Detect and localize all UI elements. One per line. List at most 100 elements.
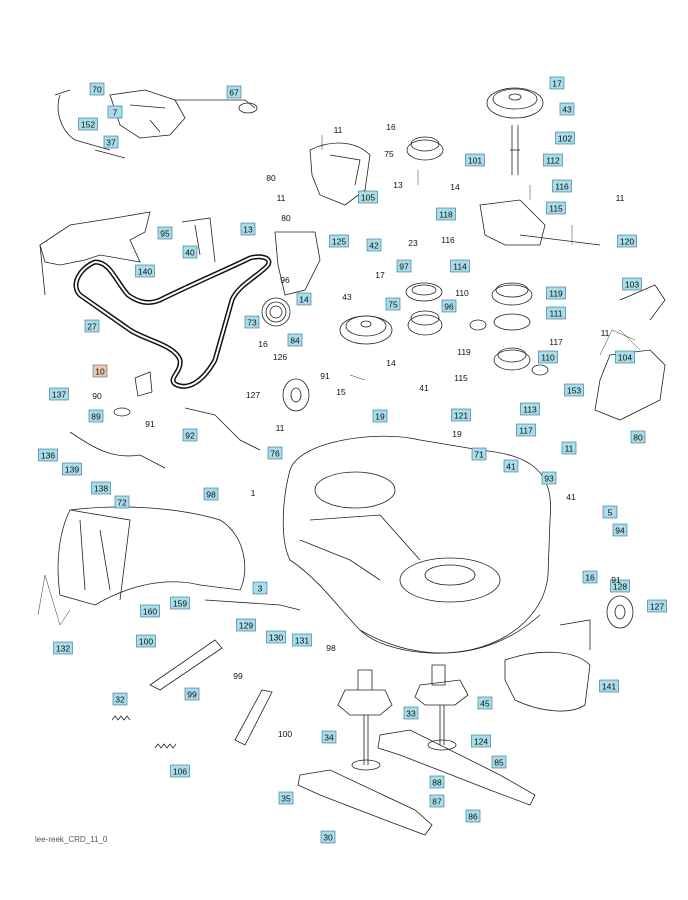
callout-box bbox=[541, 471, 557, 485]
callout-98: 98 bbox=[203, 487, 219, 501]
callout-71: 71 bbox=[471, 447, 487, 461]
callout-box bbox=[358, 190, 378, 204]
callout-box bbox=[543, 153, 563, 167]
part-number-19: 19 bbox=[452, 429, 462, 439]
callout-number: 99 bbox=[187, 690, 197, 700]
callout-box bbox=[582, 570, 598, 584]
callout-92: 92 bbox=[182, 428, 198, 442]
callout-number: 40 bbox=[185, 248, 195, 258]
callout-number: 34 bbox=[324, 733, 334, 743]
callout-number: 37 bbox=[106, 138, 116, 148]
callout-box bbox=[602, 505, 618, 519]
callout-box bbox=[372, 409, 388, 423]
callout-131: 131 bbox=[292, 633, 312, 647]
callout-89: 89 bbox=[88, 409, 104, 423]
callout-number: 42 bbox=[369, 241, 379, 251]
callout-number: 87 bbox=[432, 797, 442, 807]
callout-box bbox=[321, 730, 337, 744]
callout-number: 128 bbox=[613, 582, 627, 592]
part-number-126: 126 bbox=[273, 352, 287, 362]
callout-119: 119 bbox=[546, 286, 566, 300]
part-number-14: 14 bbox=[386, 358, 396, 368]
callout-11: 11 bbox=[561, 441, 577, 455]
callout-box bbox=[385, 297, 401, 311]
callout-box bbox=[203, 487, 219, 501]
callout-99: 99 bbox=[184, 687, 200, 701]
callout-box bbox=[78, 117, 98, 131]
part-number-80: 80 bbox=[266, 173, 276, 183]
part-number-16: 16 bbox=[258, 339, 268, 349]
callout-45: 45 bbox=[477, 696, 493, 710]
callout-115: 115 bbox=[546, 201, 566, 215]
callout-number: 84 bbox=[290, 336, 300, 346]
callout-93: 93 bbox=[541, 471, 557, 485]
callout-number: 17 bbox=[552, 79, 562, 89]
callout-number: 71 bbox=[474, 450, 484, 460]
part-number-16: 16 bbox=[386, 122, 396, 132]
belt-guard-left bbox=[39, 211, 151, 266]
callout-box bbox=[320, 830, 336, 844]
callout-number: 160 bbox=[143, 607, 157, 617]
part-number-98: 98 bbox=[326, 643, 336, 653]
callout-number: 88 bbox=[432, 778, 442, 788]
callout-102: 102 bbox=[555, 131, 575, 145]
callout-114: 114 bbox=[450, 259, 470, 273]
part-number-41: 41 bbox=[419, 383, 429, 393]
part-number-11: 11 bbox=[616, 193, 625, 203]
callout-number: 35 bbox=[281, 794, 291, 804]
callout-number: 118 bbox=[439, 210, 453, 220]
callout-number: 131 bbox=[295, 636, 309, 646]
callout-box bbox=[226, 85, 242, 99]
callout-140: 140 bbox=[135, 264, 155, 278]
callout-136: 136 bbox=[38, 448, 58, 462]
callout-number: 10 bbox=[95, 367, 105, 377]
callout-box bbox=[546, 201, 566, 215]
callout-42: 42 bbox=[366, 238, 382, 252]
callout-number: 33 bbox=[406, 709, 416, 719]
callout-number: 5 bbox=[608, 508, 613, 518]
callout-number: 113 bbox=[523, 405, 537, 415]
callout-94: 94 bbox=[612, 523, 628, 537]
callout-number: 67 bbox=[229, 88, 239, 98]
callout-box bbox=[136, 634, 156, 648]
callout-97: 97 bbox=[396, 259, 412, 273]
callout-box bbox=[114, 495, 130, 509]
callout-72: 72 bbox=[114, 495, 130, 509]
callout-box bbox=[403, 706, 419, 720]
callout-13: 13 bbox=[240, 222, 256, 236]
callout-number: 121 bbox=[454, 411, 468, 421]
callout-box bbox=[555, 131, 575, 145]
callout-30: 30 bbox=[320, 830, 336, 844]
callout-124: 124 bbox=[471, 734, 491, 748]
callout-box bbox=[647, 599, 667, 613]
callout-95: 95 bbox=[157, 226, 173, 240]
callout-80: 80 bbox=[630, 430, 646, 444]
callout-number: 106 bbox=[173, 767, 187, 777]
part-number-1: 1 bbox=[251, 488, 256, 498]
callout-box bbox=[266, 630, 286, 644]
callout-number: 102 bbox=[558, 134, 572, 144]
callout-number: 139 bbox=[65, 465, 79, 475]
callout-106: 106 bbox=[170, 764, 190, 778]
callout-box bbox=[112, 692, 128, 706]
callout-box bbox=[252, 581, 268, 595]
callout-87: 87 bbox=[429, 794, 445, 808]
callout-17: 17 bbox=[549, 76, 565, 90]
callout-number: 137 bbox=[52, 390, 66, 400]
callout-41: 41 bbox=[503, 459, 519, 473]
callout-number: 100 bbox=[139, 637, 153, 647]
callout-number: 93 bbox=[544, 474, 554, 484]
part-number-127: 127 bbox=[246, 390, 260, 400]
callout-box bbox=[91, 481, 111, 495]
callout-box bbox=[599, 679, 619, 693]
part-number-43: 43 bbox=[342, 292, 352, 302]
callout-box bbox=[92, 364, 108, 378]
spindle-housing-33 bbox=[337, 669, 393, 716]
callout-number: 13 bbox=[243, 225, 253, 235]
parts-artwork bbox=[37, 87, 666, 836]
callout-121: 121 bbox=[451, 408, 471, 422]
callout-box bbox=[53, 641, 73, 655]
callout-number: 76 bbox=[270, 449, 280, 459]
